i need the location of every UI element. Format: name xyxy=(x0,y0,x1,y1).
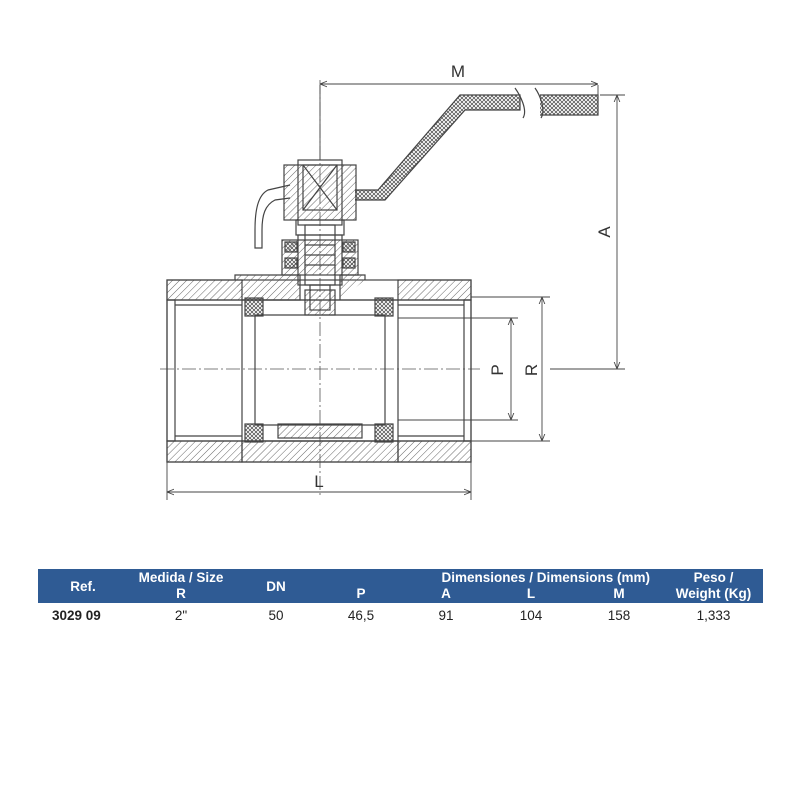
col-subheader-p: P xyxy=(318,586,404,603)
col-header-dimensions: Dimensiones / Dimensions (mm) xyxy=(318,569,665,586)
col-subheader-m: M xyxy=(574,586,665,603)
dimension-lines xyxy=(166,84,625,500)
cell-size: 2" xyxy=(174,608,188,623)
cell-weight: 1,333 xyxy=(696,608,731,623)
dim-label-m: M xyxy=(451,62,465,81)
col-subheader-size: R xyxy=(128,586,234,603)
col-subheader-a: A xyxy=(404,586,488,603)
spec-table: Ref. Medida / Size DN Dimensiones / Dime… xyxy=(38,569,764,625)
table-row: 3029 09 2" 50 46,5 91 104 158 1,333 xyxy=(38,603,763,625)
col-header-size: Medida / Size xyxy=(128,569,234,586)
cell-ref: 3029 09 xyxy=(52,608,101,623)
valve-technical-drawing: M A R P L xyxy=(160,62,625,500)
col-header-weight-top: Peso / xyxy=(664,569,764,586)
col-header-dn: DN xyxy=(234,569,318,603)
dim-label-l: L xyxy=(314,472,323,491)
dim-label-r: R xyxy=(522,364,541,376)
cell-p: 46,5 xyxy=(347,608,375,623)
cell-dn: 50 xyxy=(268,608,284,623)
valve-body xyxy=(166,274,472,463)
cell-l: 104 xyxy=(519,608,543,623)
cell-m: 158 xyxy=(607,608,631,623)
lever-handle xyxy=(254,87,599,249)
dim-label-a: A xyxy=(595,226,614,238)
dim-label-p: P xyxy=(488,364,507,375)
stem-assembly xyxy=(281,159,359,311)
col-subheader-l: L xyxy=(488,586,574,603)
col-header-ref: Ref. xyxy=(38,569,128,603)
cell-a: 91 xyxy=(438,608,454,623)
col-header-weight-bottom: Weight (Kg) xyxy=(664,586,764,603)
